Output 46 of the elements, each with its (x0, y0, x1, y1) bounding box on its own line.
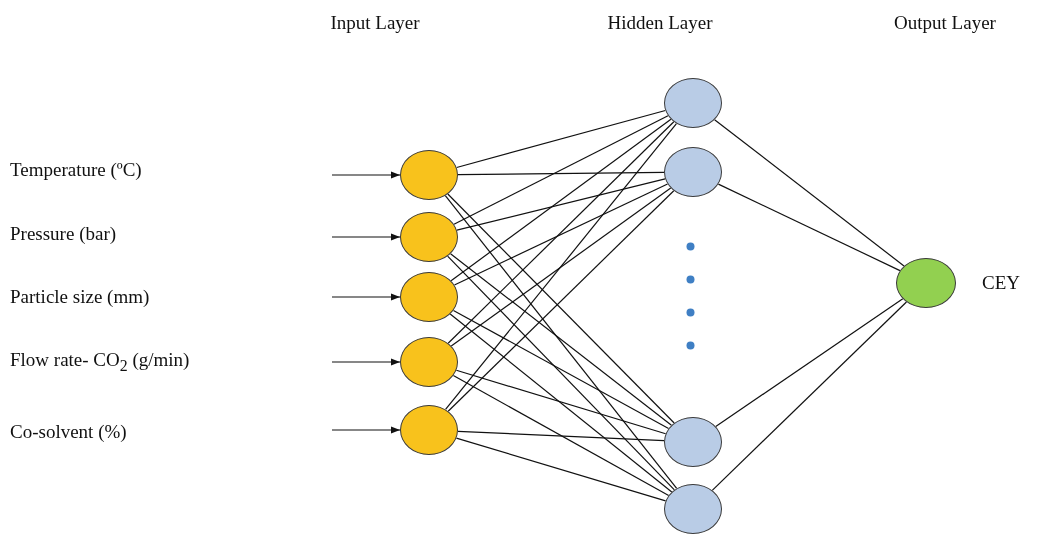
layer-title: Input Layer (330, 12, 420, 34)
connection-line (449, 253, 673, 426)
variable-label: Particle size (mm) (10, 286, 150, 308)
arrow (331, 293, 401, 301)
neuron-circle (664, 78, 722, 128)
connection-line (715, 298, 904, 428)
layer-title: Hidden Layer (607, 12, 713, 34)
connection-line (450, 118, 672, 282)
layer-title: Output Layer (894, 12, 996, 34)
connection-line (717, 183, 901, 272)
neuron-circle (400, 337, 458, 387)
connection-line (453, 115, 669, 225)
variable-label: Flow rate- CO$_{2}$ (g/min) (10, 349, 190, 375)
connection-line (456, 109, 666, 169)
connection-line (444, 122, 678, 411)
neuron-circle (664, 484, 722, 534)
arrow (331, 233, 401, 241)
connection-line (452, 374, 670, 497)
connection-line (711, 301, 908, 491)
variable-label: CEY (982, 272, 1020, 294)
connection-line (456, 178, 666, 231)
connection-line (455, 437, 667, 502)
connection-line (447, 121, 675, 344)
connection-line (444, 195, 678, 489)
connection-line (453, 183, 669, 286)
connection-line (452, 309, 670, 430)
variable-label: Temperature (ºC) (10, 159, 142, 181)
connection-line (457, 171, 665, 176)
neuron-circle (664, 147, 722, 197)
connection-line (449, 313, 673, 493)
neuron-circle (896, 258, 956, 308)
connection-line (714, 119, 905, 267)
arrow (331, 171, 401, 179)
variable-label: Pressure (bar) (10, 223, 117, 245)
neuron-circle (664, 417, 722, 467)
arrow (331, 426, 401, 434)
neuron-circle (400, 272, 458, 322)
connection-line (447, 255, 675, 491)
connection-line (455, 369, 667, 435)
variable-label: Co-solvent (%) (10, 421, 127, 443)
connection-line (450, 187, 672, 347)
connection-line (457, 430, 665, 442)
neuron-circle (400, 150, 458, 200)
neuron-circle (400, 212, 458, 262)
neuron-circle (400, 405, 458, 455)
arrow (331, 358, 401, 366)
